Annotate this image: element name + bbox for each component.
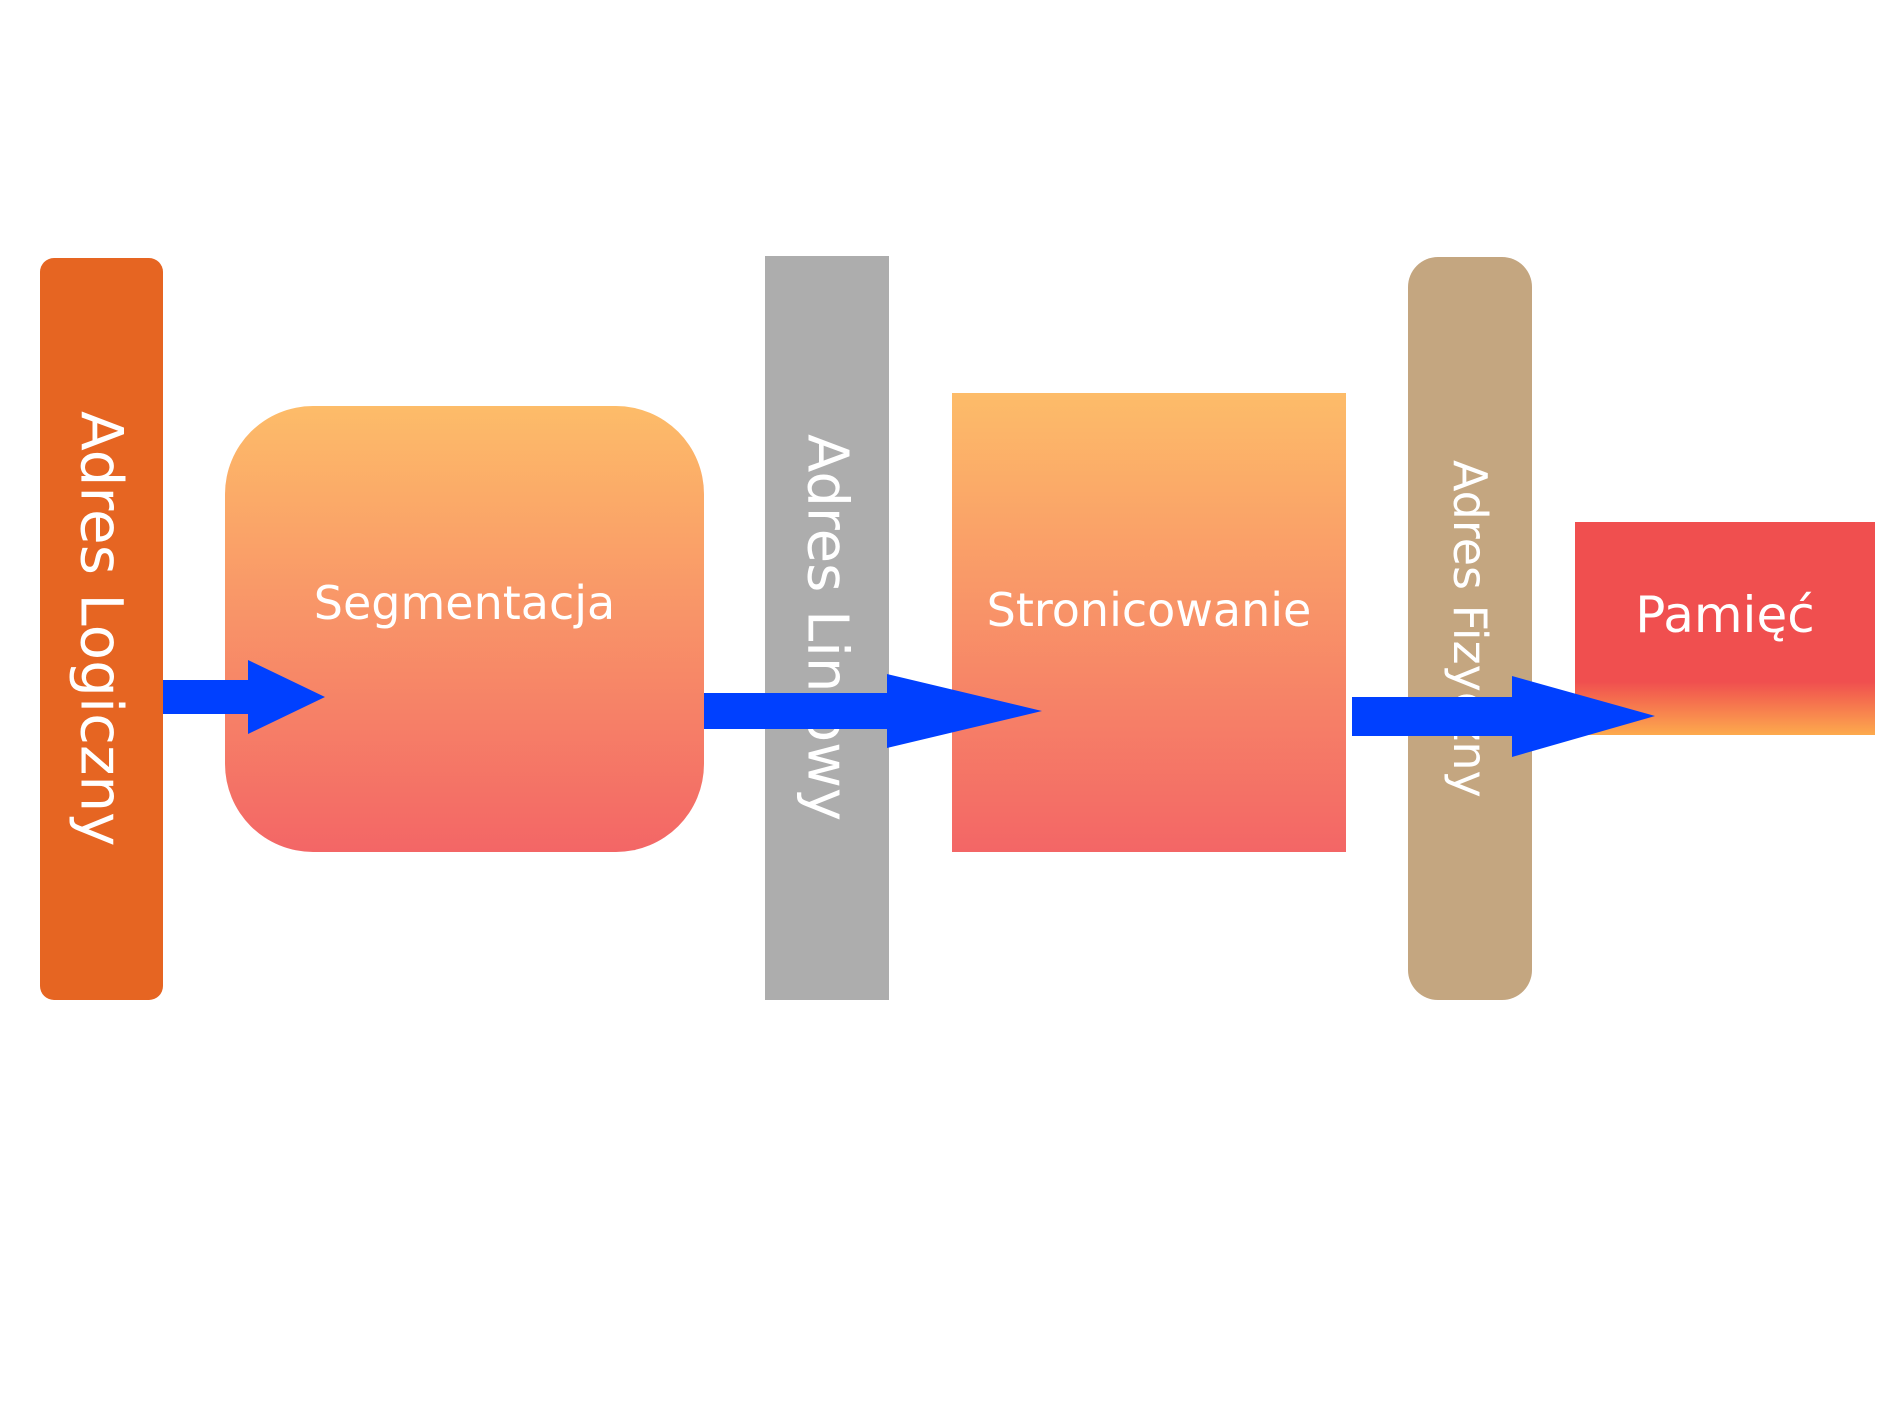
paging-label: Stronicowanie [986, 583, 1312, 637]
physical-address-label: Adres Fizyczny [1443, 459, 1497, 798]
linear-address-label: Adres Liniowy [794, 434, 860, 822]
logical-address-bar: Adres Logiczny [40, 258, 163, 1000]
memory-box: Pamięć [1575, 522, 1875, 735]
linear-address-bar: Adres Liniowy [765, 256, 889, 1000]
logical-address-label: Adres Logiczny [67, 411, 136, 847]
memory-label: Pamięć [1635, 586, 1815, 644]
segmentation-label: Segmentacja [313, 576, 616, 630]
segmentation-box: Segmentacja [225, 406, 704, 852]
physical-address-bar: Adres Fizyczny [1408, 257, 1532, 1000]
paging-box: Stronicowanie [952, 393, 1346, 852]
